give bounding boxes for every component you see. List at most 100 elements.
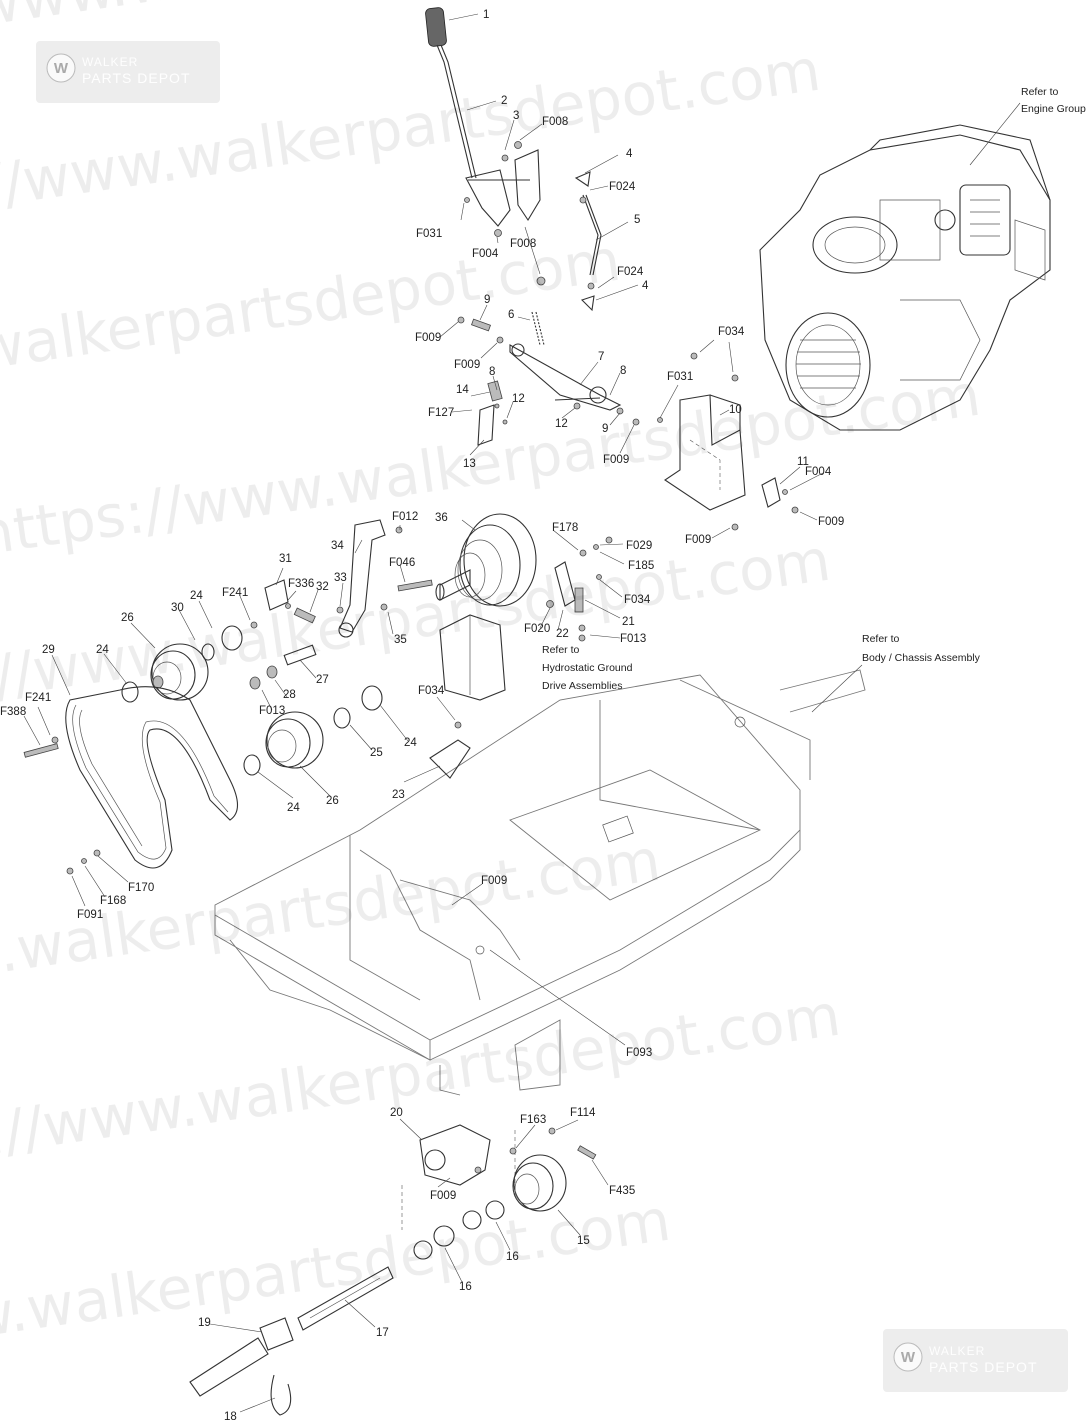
callout-label: 22 — [556, 628, 569, 640]
reference-notes: Refer to Engine Group Refer to Hydrostat… — [542, 86, 1086, 692]
idler-arm-group — [264, 519, 433, 638]
jackshaft-group — [189, 1124, 597, 1416]
callout-label: F009 — [454, 359, 480, 371]
callout-label: F093 — [626, 1047, 652, 1059]
callout-label: F029 — [626, 540, 652, 552]
callout-label: F388 — [0, 706, 26, 718]
callout-label: 12 — [555, 418, 568, 430]
callout-label: 26 — [121, 612, 134, 624]
callout-label: 11 — [797, 456, 809, 468]
callout-label: 34 — [331, 540, 344, 552]
callout-label: 26 — [326, 795, 339, 807]
callout-label: F170 — [128, 882, 154, 894]
callout-label: 5 — [634, 214, 640, 226]
callout-label: F435 — [609, 1185, 635, 1197]
control-lever-group — [425, 7, 663, 446]
callout-label: 24 — [287, 802, 300, 814]
chassis-frame — [214, 669, 866, 1096]
callout-label: 7 — [598, 351, 604, 363]
callout-label: F091 — [77, 909, 103, 921]
callout-label: F024 — [617, 266, 644, 278]
watermark-text: https://www.walkerpartsdepot.com — [0, 226, 625, 434]
callout-label: F009 — [430, 1190, 456, 1202]
engine-note-line: Refer to — [1021, 86, 1059, 98]
engine-illustration — [759, 124, 1051, 431]
callout-label: F012 — [392, 511, 418, 523]
callout-label: 9 — [602, 423, 608, 435]
callout-label: F004 — [805, 466, 832, 478]
logo-watermark-bottom: W WALKER PARTS DEPOT — [883, 1329, 1068, 1392]
callout-label: 4 — [642, 280, 649, 292]
callout-label: 2 — [501, 95, 507, 107]
bracket-assembly — [664, 352, 799, 531]
callout-label: 24 — [96, 644, 109, 656]
callout-label: 6 — [508, 309, 514, 321]
callout-label: 16 — [459, 1281, 472, 1293]
clutch-assembly — [435, 513, 613, 642]
logo-bottom-word: PARTS DEPOT — [929, 1359, 1038, 1375]
callout-label: F185 — [628, 560, 654, 572]
watermark-layer: https://www.walkerpartsdepot.com https:/… — [0, 0, 985, 1394]
callout-label: 20 — [390, 1107, 403, 1119]
pulley-belt-group — [23, 621, 383, 875]
callout-label: F009 — [818, 516, 844, 528]
watermark-text: https://www.walkerpartsdepot.com — [0, 526, 835, 734]
callout-label: F241 — [222, 587, 248, 599]
svg-text:W: W — [901, 1349, 916, 1366]
callout-label: F008 — [510, 238, 536, 250]
callout-label: F020 — [524, 623, 550, 635]
callout-label: 13 — [463, 458, 476, 470]
logo-top-word: WALKER — [929, 1344, 985, 1358]
callout-label: F009 — [415, 332, 441, 344]
callout-label: 24 — [190, 590, 203, 602]
svg-text:W: W — [54, 60, 69, 77]
callout-label: 36 — [435, 512, 448, 524]
callout-label: F046 — [389, 557, 415, 569]
callout-label: 17 — [376, 1327, 389, 1339]
callout-label: 23 — [392, 789, 405, 801]
callout-label: 25 — [370, 747, 383, 759]
logo-bottom-word: PARTS DEPOT — [82, 70, 191, 86]
leader-lines — [23, 13, 1021, 1413]
callout-label: F034 — [718, 326, 745, 338]
callout-label: F178 — [552, 522, 578, 534]
callout-label: 24 — [404, 737, 417, 749]
callout-label: F336 — [288, 578, 314, 590]
callout-label: F008 — [542, 116, 568, 128]
callout-label: 35 — [394, 634, 407, 646]
callout-label: 21 — [622, 616, 635, 628]
hydro-reference-group — [429, 614, 506, 779]
logo-top-word: WALKER — [82, 55, 138, 69]
callout-label: F009 — [685, 534, 711, 546]
callout-label: 8 — [620, 365, 626, 377]
callout-label: F031 — [667, 371, 693, 383]
hydro-note-line: Hydrostatic Ground — [542, 662, 633, 674]
callout-label: 10 — [729, 404, 742, 416]
chassis-note-line: Refer to — [862, 633, 900, 645]
callout-label: F009 — [481, 875, 507, 887]
chassis-note-line: Body / Chassis Assembly — [862, 652, 981, 664]
engine-note-line: Engine Group — [1021, 103, 1086, 115]
callout-labels: 1 2 3 4 4 5 6 7 8 8 9 9 10 11 12 12 13 1… — [0, 9, 844, 1423]
callout-label: F114 — [570, 1107, 596, 1119]
callout-label: F168 — [100, 895, 126, 907]
hydro-note-line: Refer to — [542, 644, 580, 656]
callout-label: 30 — [171, 602, 184, 614]
callout-label: 15 — [577, 1235, 590, 1247]
callout-label: 19 — [198, 1317, 211, 1329]
callout-label: 12 — [512, 393, 525, 405]
callout-label: F163 — [520, 1114, 546, 1126]
callout-label: 32 — [316, 581, 329, 593]
callout-label: F241 — [25, 692, 51, 704]
callout-label: F034 — [624, 594, 651, 606]
callout-label: 16 — [506, 1251, 519, 1263]
callout-label: F024 — [609, 181, 636, 193]
callout-label: F031 — [416, 228, 442, 240]
callout-label: 14 — [456, 384, 469, 396]
callout-label: 8 — [489, 366, 495, 378]
callout-label: 28 — [283, 689, 296, 701]
callout-label: F009 — [603, 454, 629, 466]
callout-label: 4 — [626, 148, 633, 160]
callout-label: F013 — [620, 633, 646, 645]
